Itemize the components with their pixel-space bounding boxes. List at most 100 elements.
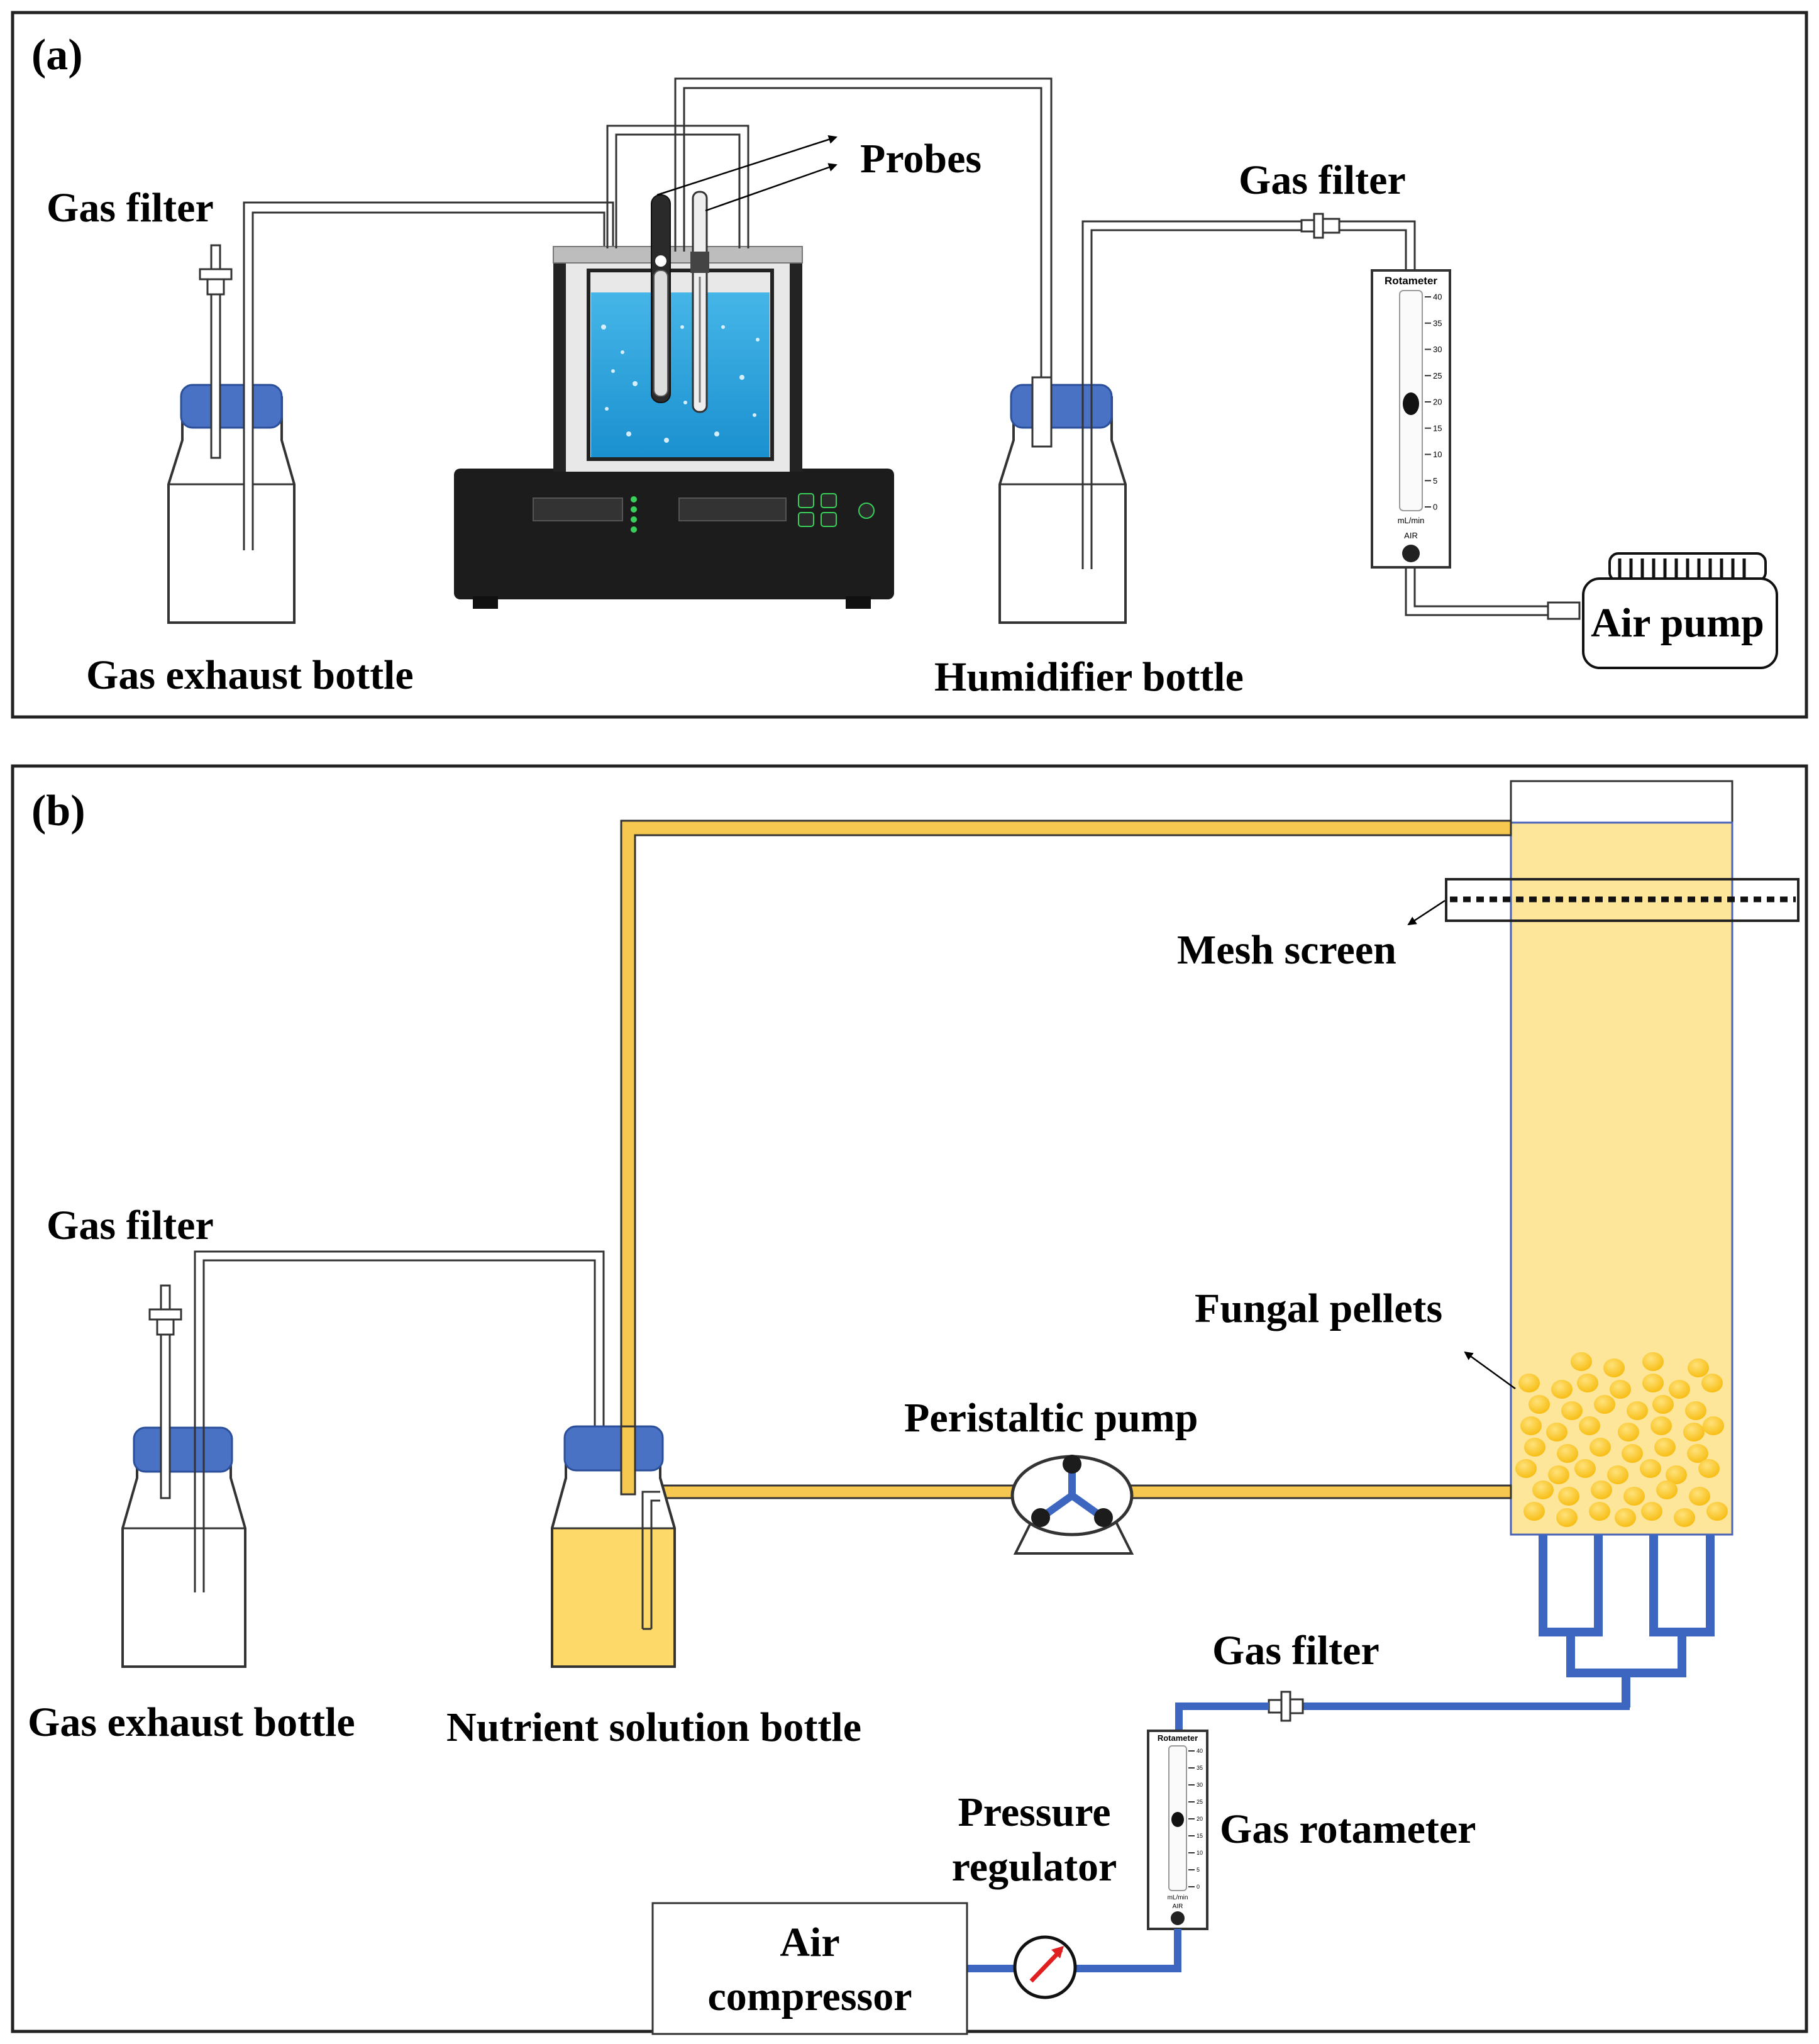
fungal-pellet bbox=[1529, 1395, 1550, 1414]
rotameter-tick-label: 25 bbox=[1433, 371, 1442, 380]
fungal-pellet bbox=[1515, 1459, 1537, 1478]
fungal-pellet bbox=[1685, 1401, 1706, 1420]
rotameter-b-float bbox=[1171, 1812, 1184, 1827]
rotameter-tick-label: 40 bbox=[1433, 292, 1442, 302]
label-air-compressor-line2: compressor bbox=[707, 1974, 912, 2019]
panel-b-tag: (b) bbox=[31, 787, 86, 835]
label-gas-filter-a-right: Gas filter bbox=[1239, 157, 1406, 203]
label-gas-filter-a-left: Gas filter bbox=[47, 185, 214, 231]
rotameter-tick-label: 20 bbox=[1433, 397, 1442, 407]
fungal-pellet bbox=[1701, 1374, 1723, 1392]
fungal-pellet bbox=[1594, 1395, 1615, 1414]
label-air-compressor-line1: Air bbox=[780, 1919, 839, 1965]
pressure-regulator-gauge bbox=[1013, 1935, 1077, 1999]
bottle-cap-b-left bbox=[133, 1426, 233, 1473]
fungal-pellet bbox=[1650, 1416, 1672, 1435]
fungal-pellet bbox=[1669, 1380, 1690, 1399]
rotameter-b-unit: mL/min bbox=[1168, 1894, 1188, 1901]
rotameter-tick-label: 35 bbox=[1433, 318, 1442, 328]
label-pressure-regulator-line2: regulator bbox=[952, 1844, 1117, 1890]
label-fungal-pellets: Fungal pellets bbox=[1195, 1286, 1442, 1331]
fungal-pellet bbox=[1687, 1444, 1708, 1463]
label-gas-rotameter: Gas rotameter bbox=[1220, 1806, 1476, 1852]
rotameter-a-title: Rotameter bbox=[1385, 275, 1437, 287]
fungal-pellet bbox=[1524, 1438, 1545, 1457]
rotameter-tick-label: 5 bbox=[1197, 1867, 1200, 1873]
label-peristaltic-pump: Peristaltic pump bbox=[904, 1395, 1198, 1441]
fungal-pellet bbox=[1558, 1487, 1579, 1506]
tube-rotameter-to-pump bbox=[1405, 567, 1548, 616]
rotameter-tick-label: 15 bbox=[1197, 1833, 1203, 1839]
fungal-pellet bbox=[1618, 1423, 1639, 1441]
rotameter-a-float bbox=[1403, 392, 1419, 415]
panel-a: (a) bbox=[11, 11, 1808, 719]
fungal-pellets bbox=[1515, 1352, 1728, 1527]
fungal-pellet bbox=[1579, 1416, 1600, 1435]
rotameter-tick-label: 30 bbox=[1197, 1782, 1203, 1788]
fungal-pellet bbox=[1656, 1480, 1678, 1499]
rotameter-tick-label: 20 bbox=[1197, 1816, 1203, 1822]
gas-line-rotameter-to-filter bbox=[1175, 1702, 1269, 1731]
label-air-pump: Air pump bbox=[1591, 600, 1764, 646]
rotameter-a-knob bbox=[1402, 545, 1420, 562]
fungal-pellet bbox=[1548, 1465, 1569, 1484]
panel-b-frame bbox=[11, 764, 1808, 2033]
fungal-pellet bbox=[1556, 1508, 1578, 1527]
fungal-pellet bbox=[1666, 1465, 1687, 1484]
fungal-pellet bbox=[1546, 1423, 1567, 1441]
fungal-pellet bbox=[1557, 1444, 1578, 1463]
label-gas-filter-b-right: Gas filter bbox=[1212, 1628, 1379, 1674]
probe-arrow-1 bbox=[656, 135, 838, 196]
fungal-pellet bbox=[1610, 1380, 1631, 1399]
label-humidifier-bottle: Humidifier bottle bbox=[934, 654, 1244, 700]
rotameter-a-unit: mL/min bbox=[1398, 516, 1425, 525]
label-pressure-regulator-line1: Pressure bbox=[958, 1789, 1110, 1835]
rotameter-tick-label: 0 bbox=[1433, 503, 1437, 512]
fungal-pellet bbox=[1603, 1358, 1625, 1377]
fungal-pellet bbox=[1640, 1459, 1661, 1478]
fungal-pellet bbox=[1642, 1352, 1664, 1371]
panel-a-tag: (a) bbox=[31, 31, 83, 79]
panel-a-frame bbox=[11, 11, 1808, 719]
gas-exhaust-bottle-a bbox=[167, 384, 296, 624]
rotameter-a-air: AIR bbox=[1404, 531, 1418, 540]
label-probes: Probes bbox=[860, 136, 981, 182]
fungal-pellet bbox=[1623, 1487, 1645, 1506]
gas-filter-b-left bbox=[148, 1284, 182, 1499]
nutrient-solution bbox=[553, 1528, 673, 1665]
fungal-pellet bbox=[1689, 1487, 1710, 1506]
fungal-pellet bbox=[1589, 1502, 1610, 1521]
tube-humidifier-to-rotameter bbox=[1081, 220, 1416, 569]
mesh-screen-arrow bbox=[1407, 899, 1446, 926]
probes bbox=[651, 191, 709, 413]
fungal-pellet bbox=[1652, 1395, 1674, 1414]
fungal-pellet bbox=[1674, 1508, 1695, 1527]
fungal-pellet bbox=[1561, 1401, 1583, 1420]
label-nutrient-solution-bottle: Nutrient solution bottle bbox=[446, 1704, 861, 1750]
fungal-pellet bbox=[1641, 1502, 1662, 1521]
bottle-cap-nutrient bbox=[563, 1425, 664, 1472]
rotameter-b-air: AIR bbox=[1173, 1903, 1183, 1910]
tube-reactor-inner-a bbox=[606, 125, 749, 248]
mesh-screen bbox=[1445, 878, 1800, 922]
fungal-pellet bbox=[1574, 1459, 1596, 1478]
air-compressor bbox=[651, 1902, 968, 2035]
nutrient-solution-bottle bbox=[551, 1425, 676, 1668]
rotameter-tick-label: 35 bbox=[1197, 1765, 1203, 1771]
fungal-pellet bbox=[1706, 1502, 1728, 1521]
rotameter-tick-label: 0 bbox=[1197, 1884, 1200, 1890]
rotameter-tick-label: 10 bbox=[1433, 450, 1442, 459]
rotameter-tick-label: 25 bbox=[1197, 1799, 1203, 1805]
fungal-pellet bbox=[1698, 1459, 1720, 1478]
fungal-pellet bbox=[1642, 1374, 1664, 1392]
fungal-pellet bbox=[1523, 1502, 1545, 1521]
fungal-pellets-arrow bbox=[1464, 1351, 1516, 1390]
probe-arrow-2 bbox=[705, 163, 838, 212]
label-gas-filter-b-left: Gas filter bbox=[47, 1203, 214, 1248]
water-bath-reactor bbox=[454, 246, 894, 609]
gas-filter-a-left bbox=[199, 244, 233, 459]
fungal-pellet bbox=[1520, 1416, 1542, 1435]
